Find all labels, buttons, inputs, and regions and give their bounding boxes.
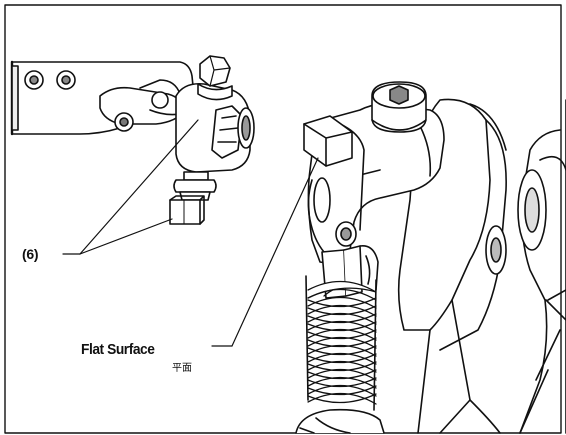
figure-frame <box>4 4 562 434</box>
callout-flat-surface-cn: 平面 <box>172 363 192 374</box>
flat-surface-block <box>303 115 353 167</box>
spring <box>305 275 377 411</box>
leader-line-flat-surface <box>211 157 319 347</box>
clamp-detail <box>10 55 255 225</box>
square-bolt-icon <box>169 199 201 225</box>
callout-flat-surface: Flat Surface <box>81 341 155 358</box>
callout-part-6: (6) <box>22 246 39 262</box>
hex-bolt-icon <box>199 55 231 87</box>
pedal-linkage <box>295 81 566 434</box>
leader-lines-6 <box>62 119 199 255</box>
